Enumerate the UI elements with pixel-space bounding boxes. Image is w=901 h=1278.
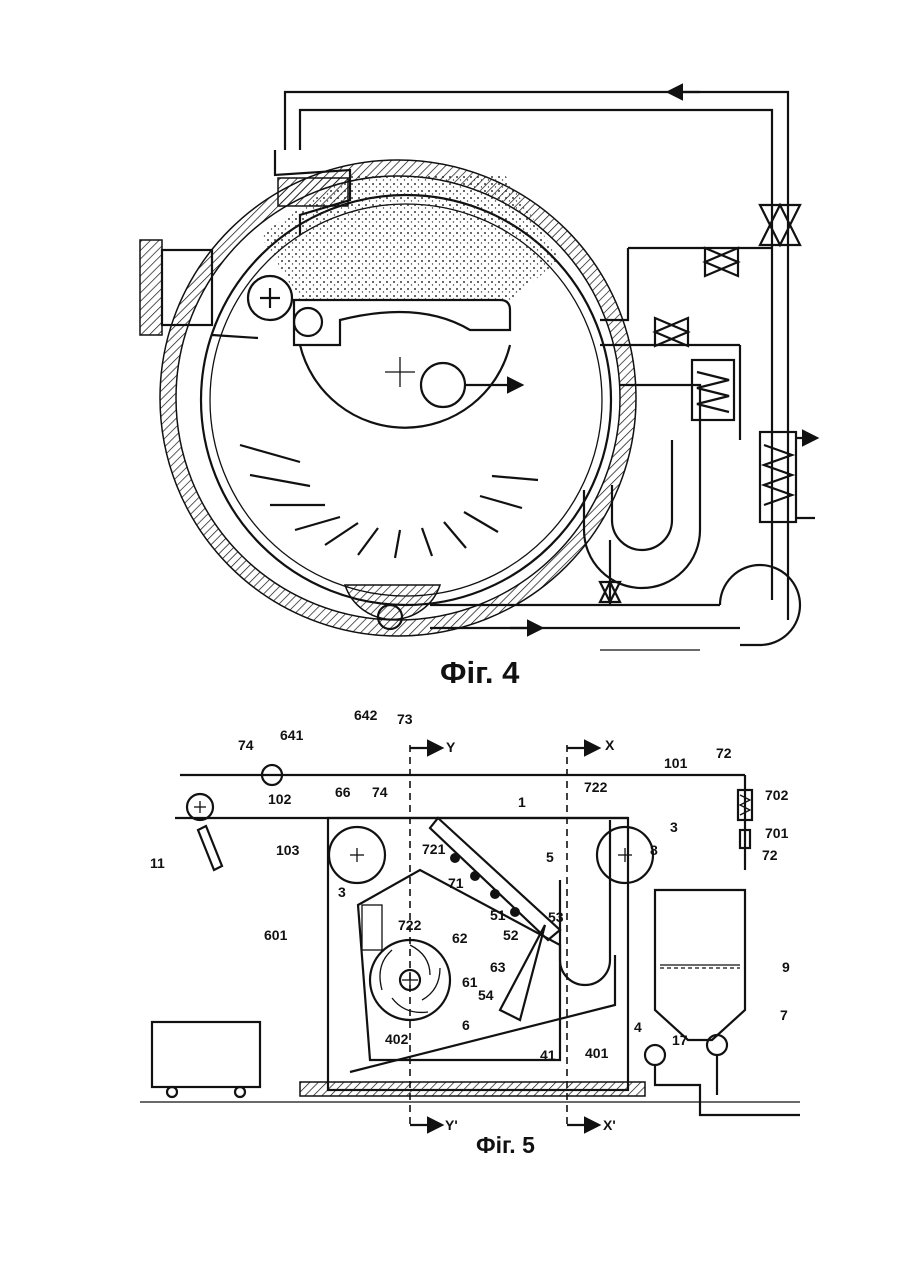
label-103: 103 (276, 842, 300, 858)
label-6: 6 (462, 1017, 470, 1033)
rotor-bowl (300, 345, 510, 428)
center-roller (421, 363, 465, 407)
label-72b: 72 (762, 847, 778, 863)
idle-roller (294, 308, 322, 336)
label-52: 52 (503, 927, 519, 943)
grille-601 (362, 905, 382, 950)
label-54: 54 (478, 987, 494, 1003)
valve-middle (705, 248, 738, 276)
label-9: 9 (782, 959, 790, 975)
sump (345, 585, 440, 619)
label-721: 721 (422, 841, 446, 857)
valve-upper (760, 205, 800, 245)
door-flange (140, 240, 162, 335)
label-17: 17 (672, 1032, 688, 1048)
label-641: 641 (280, 727, 304, 743)
label-702: 702 (765, 787, 789, 803)
label-7: 7 (780, 1007, 788, 1023)
figure-5-drawing (140, 745, 800, 1125)
label-61: 61 (462, 974, 478, 990)
label-62: 62 (452, 930, 468, 946)
label-y-prime: Y' (445, 1117, 458, 1133)
cart (152, 1022, 260, 1087)
valve-lower (655, 318, 688, 346)
label-402: 402 (385, 1031, 409, 1047)
label-y: Y (446, 739, 456, 755)
label-73: 73 (397, 711, 413, 727)
label-1: 1 (518, 794, 526, 810)
pump-7 (707, 1035, 727, 1055)
label-722a: 722 (584, 779, 608, 795)
pump-17 (645, 1045, 665, 1065)
label-x: X (605, 737, 615, 753)
label-401: 401 (585, 1045, 609, 1061)
label-71: 71 (448, 875, 464, 891)
label-601: 601 (264, 927, 288, 943)
label-72a: 72 (716, 745, 732, 761)
figure-5-caption: Фіг. 5 (476, 1132, 535, 1159)
label-41: 41 (540, 1047, 556, 1063)
label-701: 701 (765, 825, 789, 841)
label-722b: 722 (398, 917, 422, 933)
figure-4-drawing (140, 92, 815, 650)
label-11: 11 (150, 855, 165, 871)
label-3b: 3 (670, 819, 678, 835)
label-4: 4 (634, 1019, 642, 1035)
cabinet-1 (328, 818, 628, 1090)
probe-rod (212, 335, 258, 338)
label-5: 5 (546, 849, 554, 865)
label-x-prime: X' (603, 1117, 616, 1133)
label-51: 51 (490, 907, 506, 923)
label-66: 66 (335, 784, 351, 800)
figure-5-labels: 74 641 642 73 Y X 722 101 72 702 701 72 … (150, 707, 790, 1133)
label-3a: 3 (338, 884, 346, 900)
label-74a: 74 (238, 737, 254, 753)
label-8: 8 (650, 842, 658, 858)
rotor-housing-top (294, 300, 510, 345)
label-63: 63 (490, 959, 506, 975)
lever-11 (198, 826, 222, 870)
label-642: 642 (354, 707, 378, 723)
base-plate (300, 1082, 645, 1096)
label-101: 101 (664, 755, 688, 771)
label-53: 53 (548, 909, 564, 925)
label-74b: 74 (372, 784, 388, 800)
figure-4-caption: Фіг. 4 (440, 655, 519, 691)
spray-reservoir (278, 178, 348, 206)
radial-fins (240, 445, 538, 558)
label-102: 102 (268, 791, 292, 807)
